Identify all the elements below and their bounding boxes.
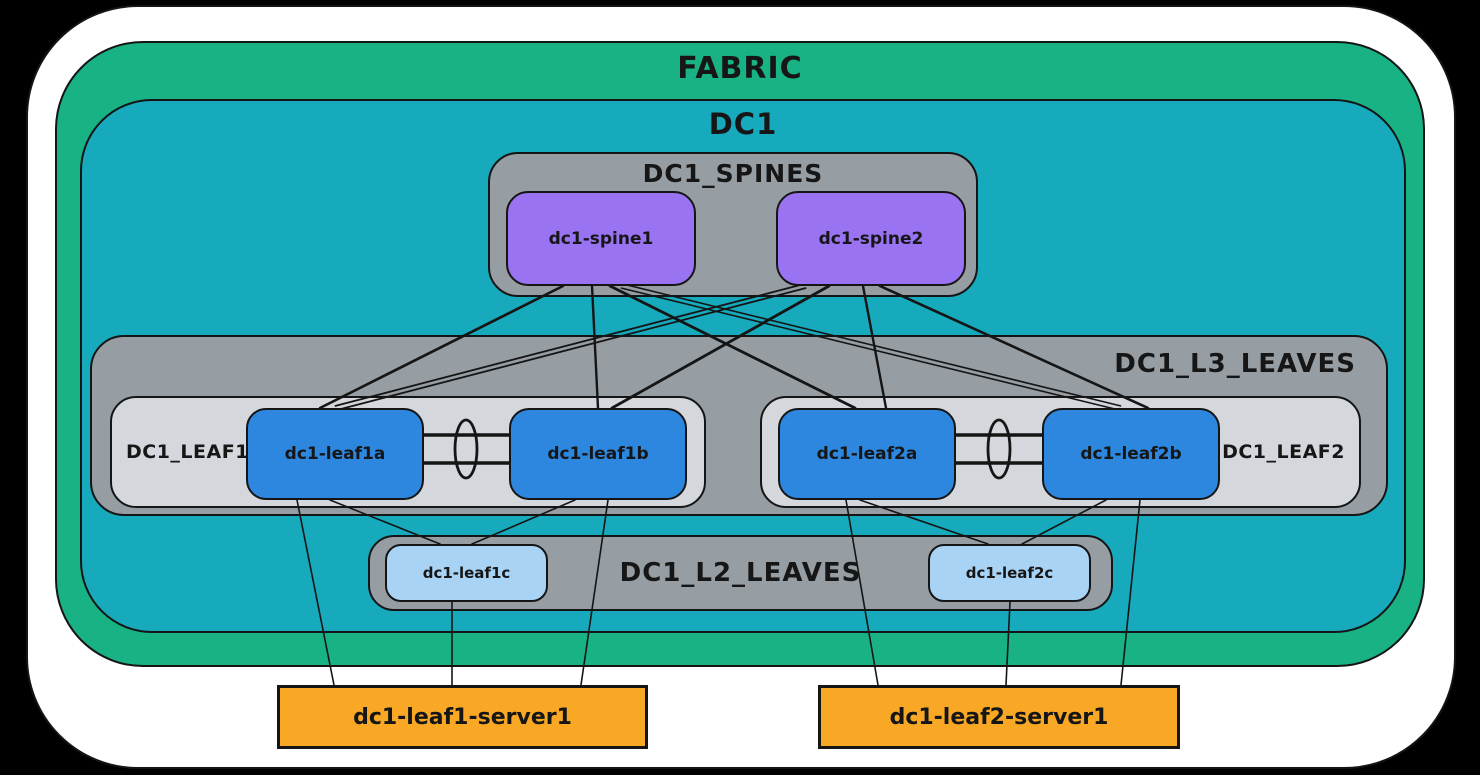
node-dc1-leaf2b: dc1-leaf2b [1042,408,1220,500]
dc1-container: DC1 DC1_SPINES dc1-spine1 dc1-spine2 DC1… [80,99,1406,633]
fabric-container: FABRIC DC1 DC1_SPINES dc1-spine1 dc1-spi… [55,41,1425,667]
node-dc1-spine1: dc1-spine1 [506,191,696,286]
node-dc1-leaf1-server1: dc1-leaf1-server1 [277,685,648,749]
leaf2-pair-group: dc1-leaf2a dc1-leaf2b DC1_LEAF2 [760,396,1361,508]
node-dc1-spine2: dc1-spine2 [776,191,966,286]
leaf1-pair-group: DC1_LEAF1 dc1-leaf1a dc1-leaf1b [110,396,706,508]
l3-leaves-group: DC1_L3_LEAVES DC1_LEAF1 dc1-leaf1a dc1-l… [90,335,1388,516]
outer-frame: FABRIC DC1 DC1_SPINES dc1-spine1 dc1-spi… [26,5,1456,769]
node-dc1-leaf2a: dc1-leaf2a [778,408,956,500]
l2-leaves-group: dc1-leaf1c DC1_L2_LEAVES dc1-leaf2c [368,535,1113,611]
node-dc1-leaf1a: dc1-leaf1a [246,408,424,500]
l2-leaves-group-label: DC1_L2_LEAVES [619,558,862,588]
l3-leaves-group-label: DC1_L3_LEAVES [1114,349,1356,379]
node-dc1-leaf2-server1: dc1-leaf2-server1 [818,685,1180,749]
node-dc1-leaf2c: dc1-leaf2c [928,544,1091,602]
spines-group-label: DC1_SPINES [642,159,824,188]
dc1-label: DC1 [708,107,778,141]
fabric-label: FABRIC [677,51,803,86]
node-dc1-leaf1c: dc1-leaf1c [385,544,548,602]
node-dc1-leaf1b: dc1-leaf1b [509,408,687,500]
leaf1-pair-label: DC1_LEAF1 [126,441,249,463]
leaf2-pair-label: DC1_LEAF2 [1222,441,1345,463]
spines-group: DC1_SPINES dc1-spine1 dc1-spine2 [488,152,978,297]
